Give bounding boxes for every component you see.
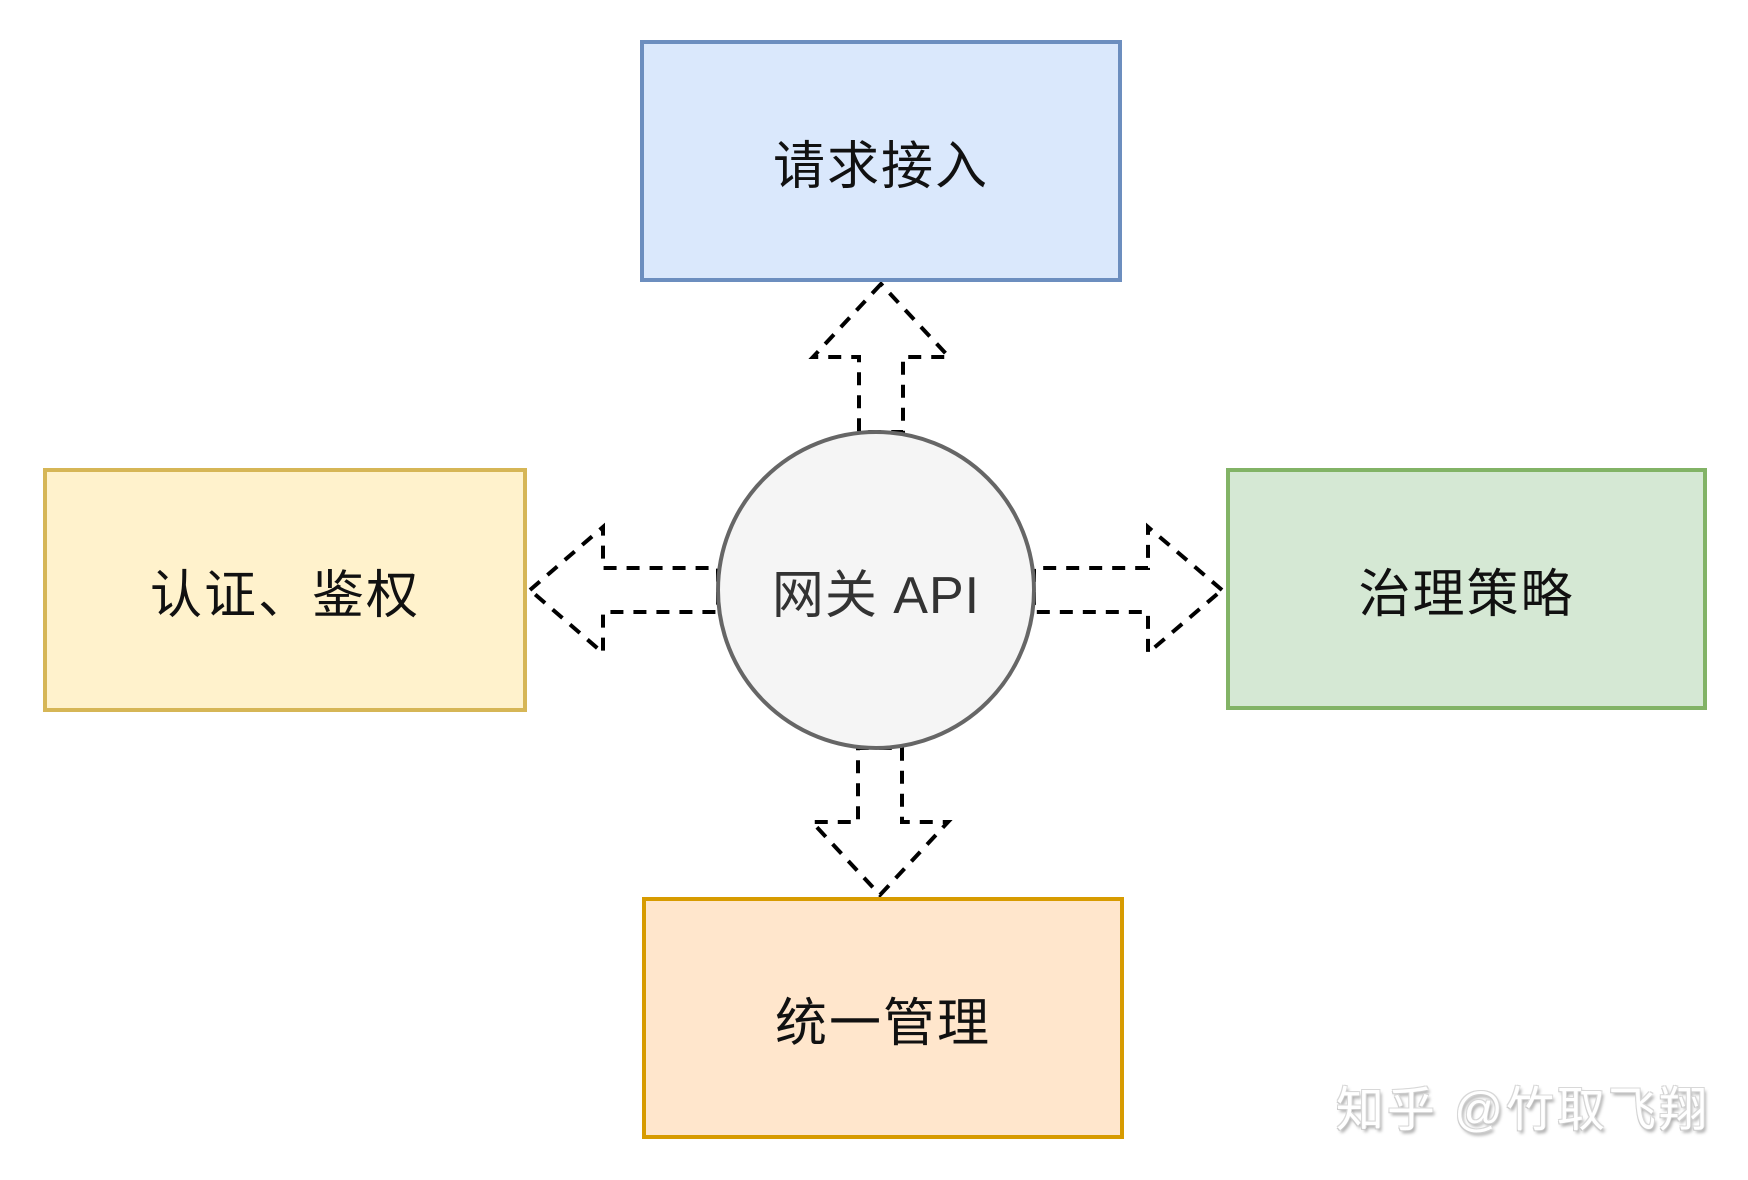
node-auth: 认证、鉴权 bbox=[43, 468, 527, 712]
zhihu-watermark: 知乎 @竹取飞翔 bbox=[1335, 1084, 1710, 1137]
arrow-left-icon bbox=[526, 522, 720, 658]
node-request-access: 请求接入 bbox=[640, 40, 1122, 282]
arrow-right-icon bbox=[1032, 522, 1226, 658]
node-governance-policy-label: 治理策略 bbox=[1358, 565, 1575, 624]
arrow-down-icon bbox=[807, 746, 953, 898]
node-auth-label: 认证、鉴权 bbox=[149, 566, 420, 625]
node-governance-policy: 治理策略 bbox=[1226, 468, 1707, 710]
gateway-api-label: 网关 API bbox=[771, 566, 981, 625]
node-unified-management: 统一管理 bbox=[642, 897, 1124, 1139]
arrow-up-icon bbox=[808, 281, 954, 434]
gateway-api-circle: 网关 API bbox=[716, 430, 1036, 750]
node-unified-management-label: 统一管理 bbox=[774, 994, 991, 1053]
node-request-access-label: 请求接入 bbox=[772, 137, 989, 196]
